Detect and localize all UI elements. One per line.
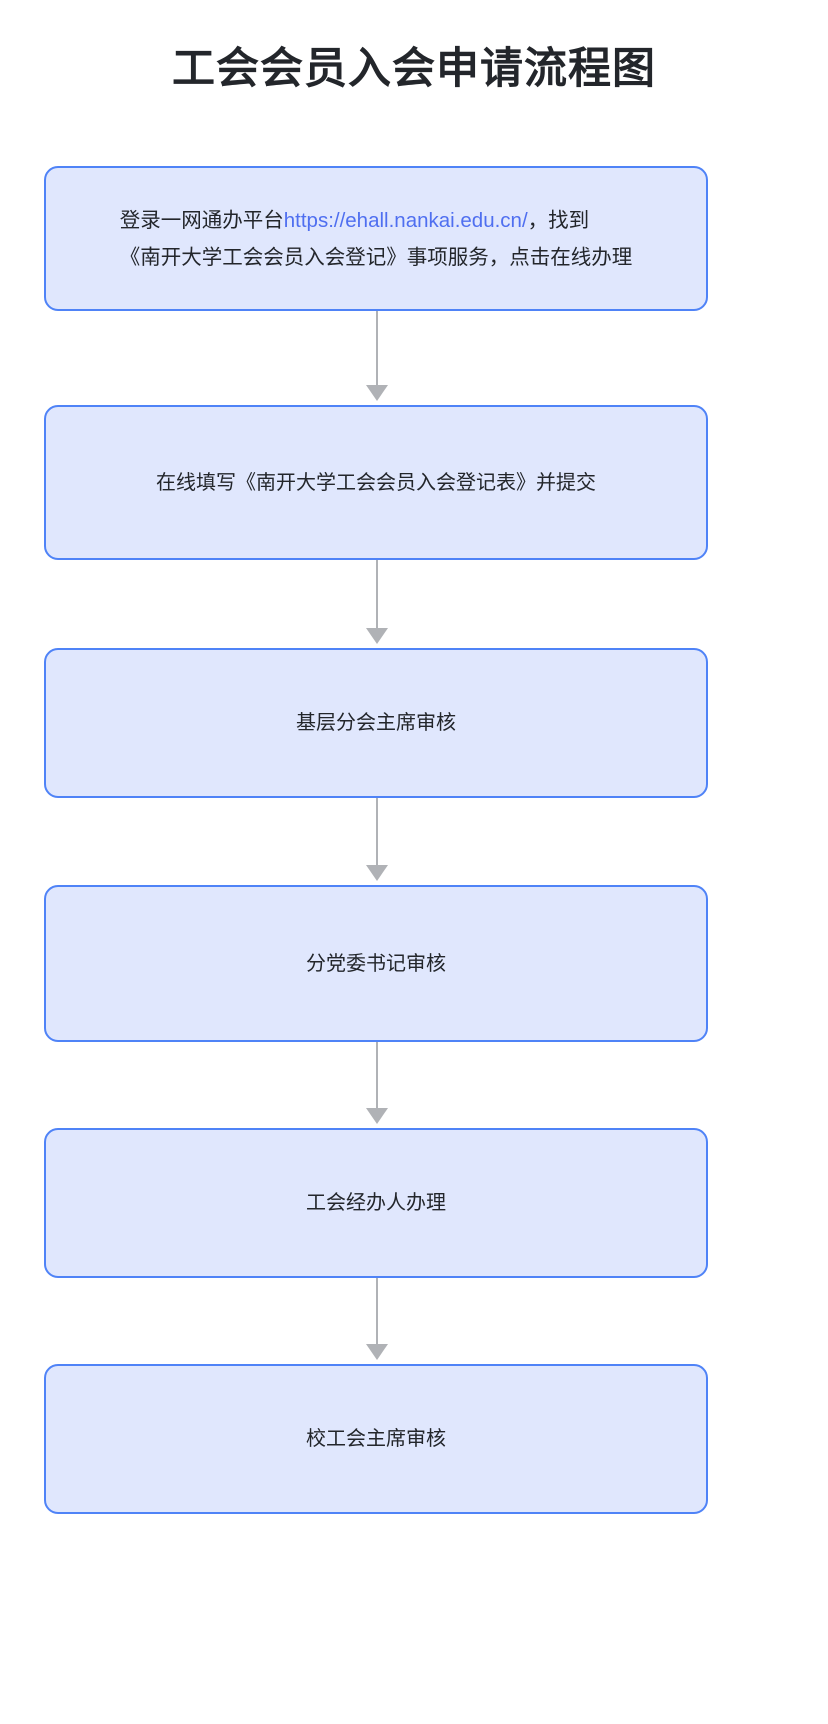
connector-2-arrow-icon bbox=[366, 628, 388, 644]
flow-node-step-1: 登录一网通办平台https://ehall.nankai.edu.cn/，找到《… bbox=[44, 166, 708, 311]
flow-node-step-4-label: 分党委书记审核 bbox=[306, 952, 446, 975]
connector-4-arrow-icon bbox=[366, 1108, 388, 1124]
ehall-link[interactable]: https://ehall.nankai.edu.cn/ bbox=[283, 208, 528, 232]
connector-1-arrow-icon bbox=[366, 385, 388, 401]
flow-node-step-6-label: 校工会主席审核 bbox=[306, 1428, 446, 1450]
flow-node-step-4: 分党委书记审核 bbox=[44, 885, 708, 1042]
flow-node-step-2-label: 在线填写《南开大学工会会员入会登记表》并提交 bbox=[156, 471, 596, 494]
connector-1-line bbox=[376, 311, 378, 385]
flow-node-step-3: 基层分会主席审核 bbox=[44, 648, 708, 798]
connector-2-line bbox=[376, 560, 378, 628]
page-title: 工会会员入会申请流程图 bbox=[172, 45, 656, 93]
connector-5-arrow-icon bbox=[366, 1344, 388, 1360]
flow-node-step-5-label: 工会经办人办理 bbox=[306, 1192, 446, 1214]
flow-node-step-3-label: 基层分会主席审核 bbox=[296, 712, 456, 734]
connector-3-arrow-icon bbox=[366, 865, 388, 881]
flow-node-step-6: 校工会主席审核 bbox=[44, 1364, 708, 1514]
flow-node-step-1-line2: 《南开大学工会会员入会登记》事项服务，点击在线办理 bbox=[119, 245, 633, 269]
flow-node-step-1-prefix: 登录一网通办平台 bbox=[119, 208, 284, 232]
flow-node-step-2: 在线填写《南开大学工会会员入会登记表》并提交 bbox=[44, 405, 708, 560]
flow-node-step-5: 工会经办人办理 bbox=[44, 1128, 708, 1278]
connector-5-line bbox=[376, 1278, 378, 1344]
flow-node-step-1-label: 登录一网通办平台https://ehall.nankai.edu.cn/，找到《… bbox=[120, 202, 633, 276]
connector-3-line bbox=[376, 798, 378, 865]
connector-4-line bbox=[376, 1042, 378, 1108]
flow-node-step-1-suffix: ，找到 bbox=[527, 208, 590, 232]
